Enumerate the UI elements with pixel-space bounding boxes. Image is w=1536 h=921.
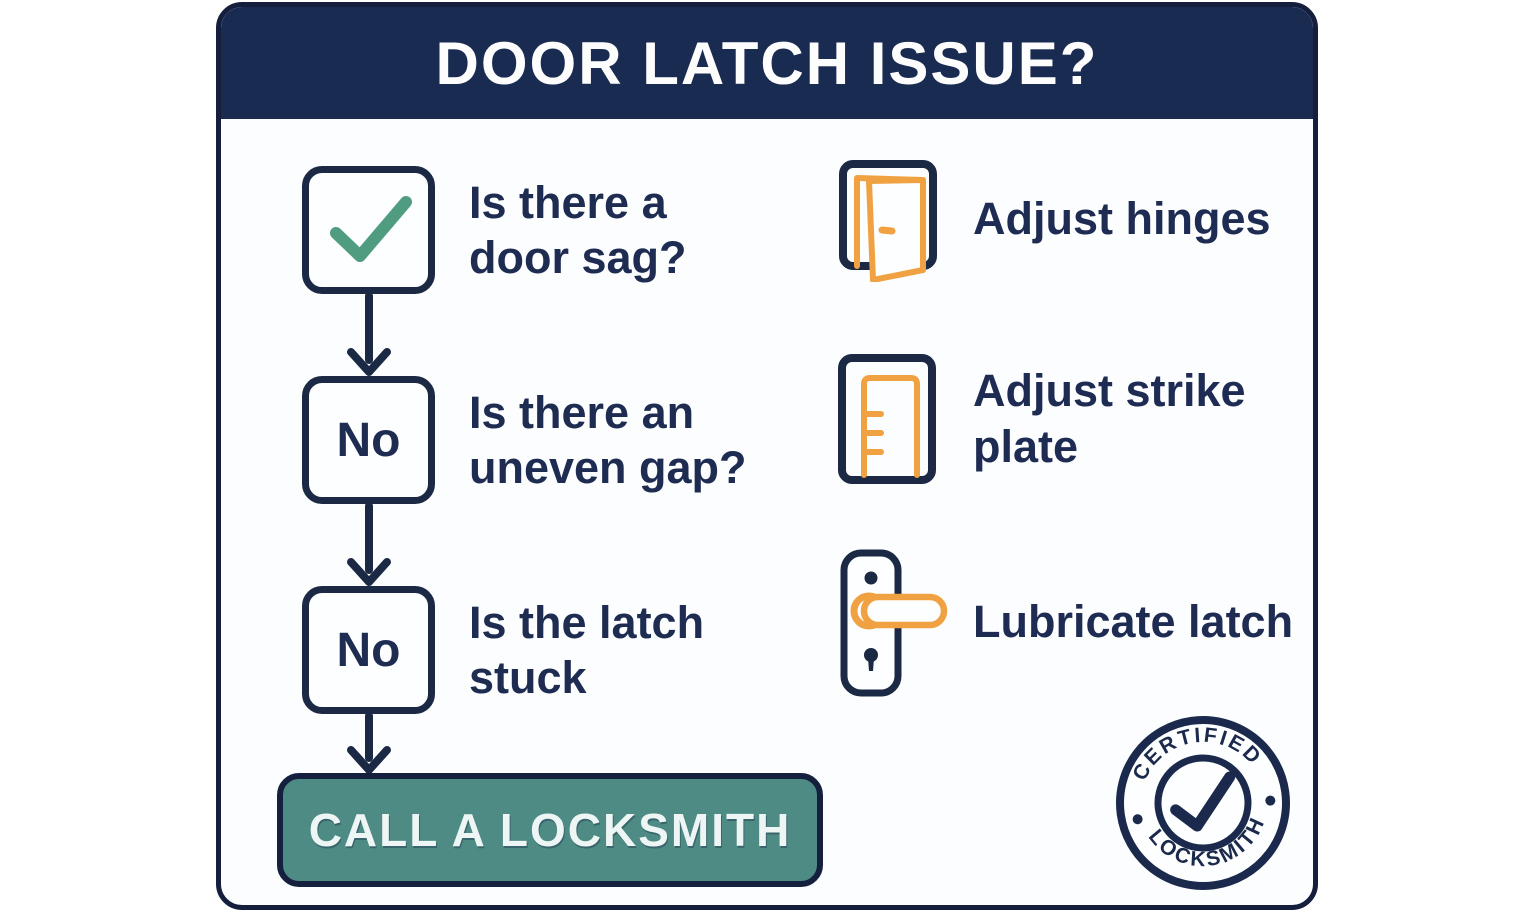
down-arrow-icon bbox=[347, 714, 391, 774]
question-line: door sag? bbox=[469, 232, 687, 283]
call-locksmith-button[interactable]: CALL A LOCKSMITH bbox=[277, 773, 823, 887]
question-line: Is there a bbox=[469, 177, 667, 228]
checkmark-icon bbox=[329, 195, 412, 262]
call-locksmith-label: CALL A LOCKSMITH bbox=[308, 804, 792, 856]
certified-locksmith-badge: CERTIFIED LOCKSMITH bbox=[1116, 715, 1290, 890]
solution-adjust-strike-plate: Adjust strike plate bbox=[973, 353, 1313, 485]
door-handle-icon bbox=[840, 549, 948, 697]
question-line: Is the latch bbox=[469, 597, 705, 648]
solution-line: Adjust hinges bbox=[973, 193, 1271, 244]
strike-plate-icon bbox=[838, 354, 936, 484]
question-latch-stuck: Is the latch stuck bbox=[469, 586, 769, 714]
flow-box-latch-stuck: No bbox=[302, 586, 435, 714]
badge-dot-right bbox=[1265, 795, 1276, 806]
question-line: Is there an bbox=[469, 387, 695, 438]
question-line: uneven gap? bbox=[469, 442, 747, 493]
header-bar: DOOR LATCH ISSUE? bbox=[221, 7, 1313, 119]
solution-lubricate-latch: Lubricate latch bbox=[973, 549, 1313, 695]
badge-inner-circle bbox=[1154, 754, 1252, 852]
checkmark-icon bbox=[1170, 771, 1236, 832]
badge-dot-left bbox=[1132, 814, 1143, 825]
solution-line: Lubricate latch bbox=[973, 596, 1294, 647]
open-door-icon bbox=[839, 160, 937, 282]
infographic-card: DOOR LATCH ISSUE? Is there a door sag? N… bbox=[216, 2, 1318, 910]
no-label: No bbox=[336, 413, 401, 467]
solution-line: plate bbox=[973, 421, 1079, 472]
no-label: No bbox=[336, 623, 401, 677]
down-arrow-icon bbox=[347, 294, 391, 376]
question-line: stuck bbox=[469, 652, 587, 703]
down-arrow-icon bbox=[347, 504, 391, 586]
solution-line: Adjust strike bbox=[973, 365, 1246, 416]
page-title: DOOR LATCH ISSUE? bbox=[435, 29, 1099, 97]
flow-box-uneven-gap: No bbox=[302, 376, 435, 504]
flow-box-door-sag bbox=[302, 166, 435, 294]
question-uneven-gap: Is there an uneven gap? bbox=[469, 376, 769, 504]
solution-adjust-hinges: Adjust hinges bbox=[973, 158, 1313, 280]
question-door-sag: Is there a door sag? bbox=[469, 166, 769, 294]
